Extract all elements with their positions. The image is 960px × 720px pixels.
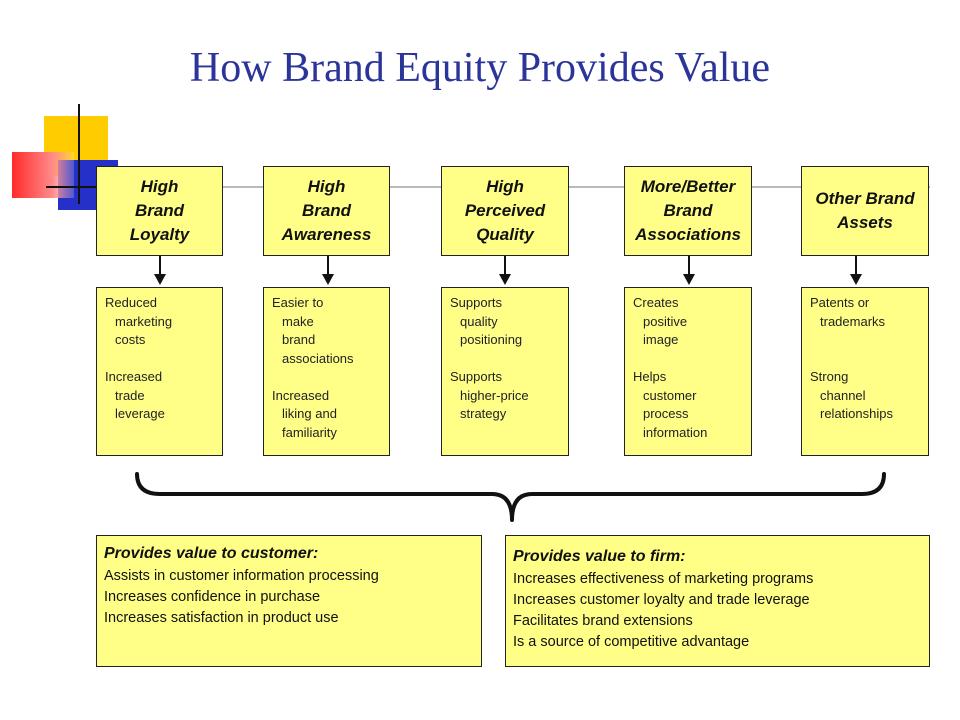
value-to-firm-box: Provides value to firm: Increases effect…	[505, 535, 930, 667]
value-to-customer-heading: Provides value to customer:	[104, 545, 319, 562]
heading-line: High	[307, 177, 346, 196]
curly-brace	[135, 472, 886, 522]
value-to-firm-line: Is a source of competitive advantage	[513, 634, 750, 650]
detail-line: Helps	[633, 369, 667, 384]
detail-box-brand-associations: Creates positive image Helps customer pr…	[624, 287, 752, 456]
heading-box-brand-loyalty: High Brand Loyalty	[96, 166, 223, 256]
detail-box-perceived-quality: Supports quality positioning Supports hi…	[441, 287, 569, 456]
heading-line: Awareness	[281, 225, 372, 244]
value-to-customer-line: Increases satisfaction in product use	[104, 610, 339, 626]
detail-line: costs	[115, 332, 146, 347]
slide-title: How Brand Equity Provides Value	[189, 45, 771, 91]
decorative-vertical-line	[78, 104, 80, 204]
heading-box-perceived-quality: High Perceived Quality	[441, 166, 569, 256]
detail-line: trade	[115, 387, 145, 403]
detail-line: Easier to	[272, 295, 324, 310]
detail-line: Supports	[450, 369, 503, 384]
detail-box-brand-awareness: Easier to make brand associations Increa…	[263, 287, 390, 456]
heading-box-brand-awareness: High Brand Awareness	[263, 166, 390, 256]
value-to-firm-line: Increases effectiveness of marketing pro…	[513, 571, 814, 587]
value-to-customer-box: Provides value to customer: Assists in c…	[96, 535, 482, 667]
detail-line: leverage	[115, 406, 165, 421]
heading-box-other-brand-assets: Other Brand Assets	[801, 166, 929, 256]
heading-line: Brand	[663, 201, 713, 220]
down-arrow-icon	[850, 256, 862, 285]
decorative-red-square	[12, 152, 74, 198]
detail-line: Creates	[633, 295, 679, 310]
detail-line: Strong	[810, 369, 849, 384]
detail-box-other-brand-assets: Patents or trademarks Strong channel rel…	[801, 287, 929, 456]
detail-line: positive	[643, 313, 688, 329]
detail-line: information	[643, 424, 708, 440]
heading-line: Associations	[635, 225, 741, 244]
value-to-firm-line: Increases customer loyalty and trade lev…	[513, 592, 810, 608]
detail-line: Increased	[105, 369, 163, 384]
heading-box-brand-associations: More/Better Brand Associations	[624, 166, 752, 256]
value-to-firm-heading: Provides value to firm:	[513, 548, 686, 565]
detail-line: associations	[282, 350, 354, 366]
detail-line: liking and	[282, 406, 337, 421]
value-to-customer-line: Increases confidence in purchase	[104, 589, 321, 605]
detail-line: channel	[820, 387, 866, 403]
heading-line: Perceived	[464, 201, 546, 220]
detail-line: strategy	[460, 406, 507, 421]
heading-line: High	[486, 177, 524, 196]
heading-line: High	[140, 177, 179, 196]
detail-line: positioning	[460, 332, 523, 347]
detail-line: trademarks	[820, 313, 886, 329]
heading-line: Loyalty	[129, 225, 190, 244]
heading-line: Brand	[134, 201, 185, 220]
detail-line: familiarity	[282, 424, 337, 440]
detail-line: quality	[460, 313, 498, 329]
detail-line: image	[643, 332, 679, 347]
detail-line: higher-price	[460, 387, 529, 403]
detail-line: make	[282, 313, 314, 329]
value-to-customer-line: Assists in customer information processi…	[104, 568, 379, 584]
down-arrow-icon	[154, 256, 166, 285]
detail-line: Increased	[272, 387, 330, 403]
detail-line: Reduced	[105, 295, 158, 310]
detail-line: marketing	[115, 313, 173, 329]
decorative-horizontal-line	[46, 186, 110, 188]
detail-line: Patents or	[810, 295, 870, 310]
detail-box-brand-loyalty: Reduced marketing costs Increased trade …	[96, 287, 223, 456]
detail-line: customer	[643, 387, 697, 403]
detail-line: brand	[282, 332, 316, 347]
detail-line: process	[643, 406, 689, 421]
value-to-firm-line: Facilitates brand extensions	[513, 613, 693, 629]
down-arrow-icon	[322, 256, 334, 285]
heading-line: Quality	[476, 225, 534, 244]
down-arrow-icon	[683, 256, 695, 285]
heading-line: Other Brand	[815, 189, 915, 208]
detail-line: Supports	[450, 295, 503, 310]
detail-line: relationships	[820, 406, 893, 421]
heading-line: More/Better	[640, 177, 736, 196]
down-arrow-icon	[499, 256, 511, 285]
heading-line: Assets	[837, 213, 893, 232]
heading-line: Brand	[301, 201, 352, 220]
